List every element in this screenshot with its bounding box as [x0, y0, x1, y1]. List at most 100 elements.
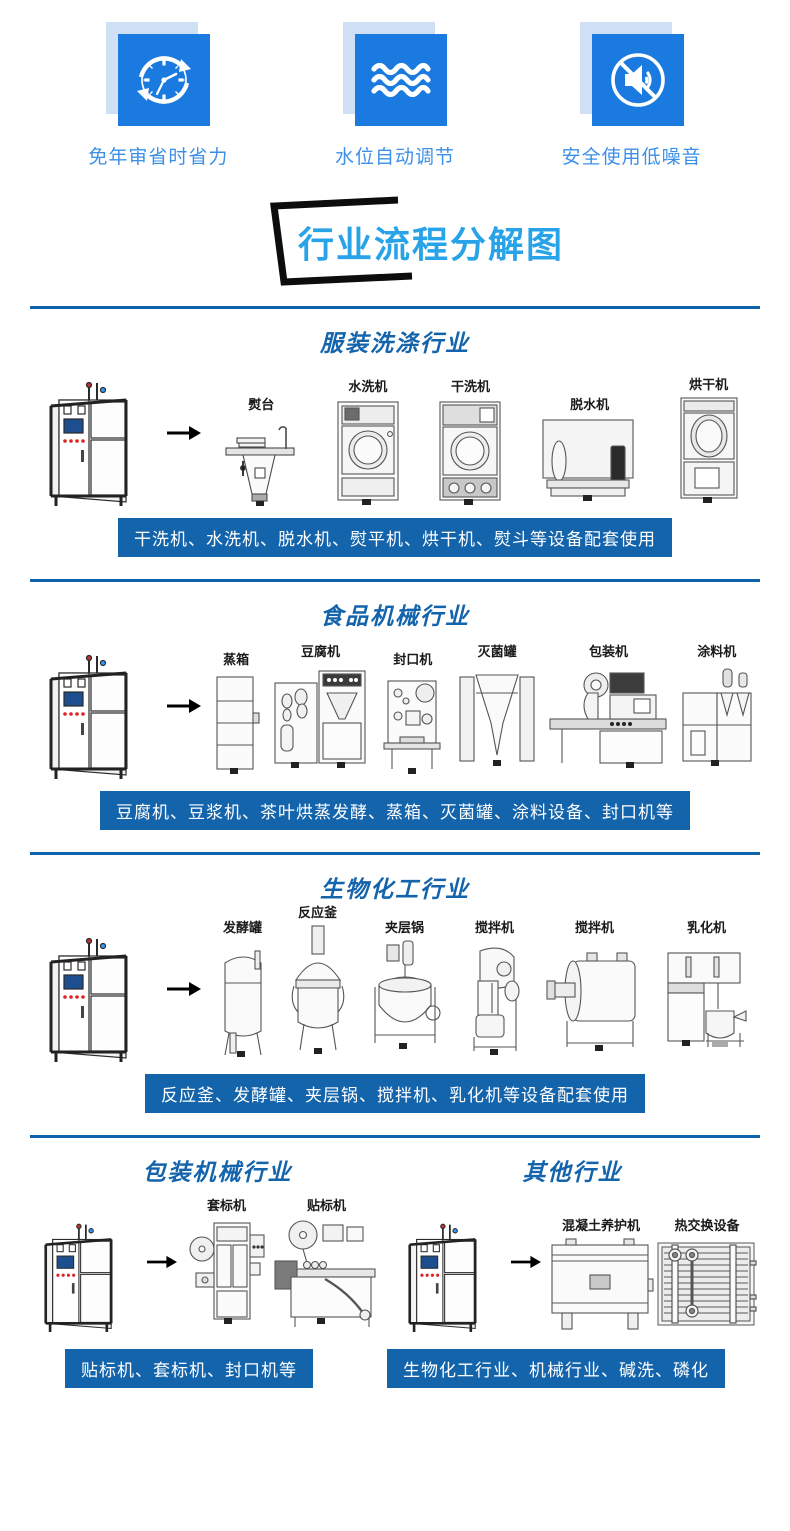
equipment-item: 涂料机: [679, 641, 755, 781]
equipment-row: 蒸箱 豆腐机: [0, 631, 790, 781]
steam-generator-illustration: [30, 651, 162, 781]
feature-label: 水位自动调节: [334, 147, 455, 168]
section-banner-wrap: 反应釜、发酵罐、夹层锅、搅拌机、乳化机等设备配套使用: [0, 1074, 790, 1113]
equipment-label: 发酵罐: [222, 920, 262, 935]
section-banner-wrap: 干洗机、水洗机、脱水机、熨平机、烘干机、熨斗等设备配套使用: [0, 518, 790, 557]
equipment-label: 包装机: [588, 644, 628, 659]
equipment-label: 豆腐机: [300, 644, 340, 659]
coating-machine-icon: [682, 668, 752, 766]
other-industry-column: 混凝土养护机: [394, 1187, 790, 1337]
section-banner-right: 生物化工行业、机械行业、碱洗、磷化: [387, 1349, 725, 1388]
banner-row: 贴标机、套标机、封口机等 生物化工行业、机械行业、碱洗、磷化: [0, 1349, 790, 1388]
mixer-drum-icon: [545, 952, 636, 1051]
tofu-machine-icon: [274, 670, 367, 768]
steam-generator-illustration: [30, 934, 162, 1064]
mute-speaker-icon: [579, 22, 684, 126]
equipment-label: 搅拌机: [474, 920, 514, 935]
ironing-table-icon: [225, 426, 295, 506]
section-divider: [30, 852, 760, 855]
jacketed-pot-icon: [373, 940, 441, 1049]
icon-tile: [591, 34, 684, 126]
flow-arrow-icon: [162, 631, 206, 781]
equipment-row: 熨台: [0, 358, 790, 508]
equipment-label: 涂料机: [697, 644, 737, 659]
equipment-label: 夹层锅: [384, 920, 424, 935]
flow-arrow-icon: [162, 914, 206, 1064]
section-title: 其他行业: [522, 1159, 623, 1185]
equipment-label: 蒸箱: [223, 652, 250, 667]
section-packaging-and-other: 包装机械行业 其他行业: [0, 1138, 790, 1388]
clock-refresh-icon: [106, 22, 211, 126]
equipment-list: 熨台: [206, 358, 760, 508]
mixer-icon: [472, 947, 520, 1055]
section-divider: [30, 1135, 760, 1138]
section-apparel: 服装洗涤行业: [0, 309, 790, 557]
equipment-item: 混凝土养护机: [548, 1215, 654, 1337]
equipment-item: 热交换设备: [654, 1215, 760, 1337]
equipment-label: 贴标机: [306, 1198, 346, 1213]
section-food-machinery: 食品机械行业: [0, 582, 790, 830]
equipment-label: 脱水机: [570, 397, 610, 412]
equipment-item: 发酵罐: [215, 917, 271, 1064]
equipment-item: 反应釜: [288, 902, 348, 1064]
section-banner-left: 贴标机、套标机、封口机等: [65, 1349, 313, 1388]
packaging-machine-icon: [549, 672, 668, 768]
icon-tile: [354, 34, 447, 126]
feature-label: 免年审省时省力: [88, 147, 229, 168]
equipment-item: 乳化机: [662, 917, 752, 1064]
flow-arrow-icon: [140, 1187, 184, 1337]
equipment-row: 套标机: [0, 1187, 394, 1337]
equipment-row: 发酵罐 反应釜: [0, 904, 790, 1064]
equipment-item: 封口机: [380, 649, 446, 781]
equipment-item: 水洗机: [332, 376, 404, 508]
heat-exchanger-icon: [657, 1242, 757, 1326]
equipment-row: 混凝土养护机: [394, 1187, 790, 1337]
flow-arrow-icon: [162, 358, 206, 508]
section-title: 包装机械行业: [142, 1159, 293, 1185]
packaging-column: 套标机: [0, 1187, 394, 1337]
equipment-label: 热交换设备: [674, 1218, 740, 1233]
sleeve-labeler-icon: [188, 1222, 265, 1324]
equipment-item: 灭菌罐: [456, 641, 538, 781]
equipment-list: 混凝土养护机: [548, 1187, 760, 1337]
dryer-icon: [680, 397, 738, 503]
dehydrator-icon: [542, 419, 634, 501]
equipment-item: 烘干机: [673, 374, 745, 508]
equipment-label: 灭菌罐: [477, 644, 517, 659]
equipment-label: 套标机: [206, 1198, 246, 1213]
equipment-item: 熨台: [221, 394, 301, 508]
equipment-list: 蒸箱 豆腐机: [206, 631, 760, 781]
features-row: 免年审省时省力 水位自动调节: [0, 0, 790, 180]
concrete-curing-machine-icon: [551, 1238, 654, 1330]
equipment-label: 搅拌机: [574, 920, 614, 935]
equipment-item: 干洗机: [434, 376, 506, 508]
bracket-decoration: [270, 196, 413, 286]
equipment-item: 蒸箱: [211, 649, 261, 781]
equipment-item: 夹层锅: [365, 917, 445, 1064]
reactor-kettle-icon: [291, 925, 344, 1054]
equipment-list: 套标机: [184, 1187, 384, 1337]
equipment-item: 搅拌机: [462, 917, 528, 1064]
feature-label: 安全使用低噪音: [561, 147, 702, 168]
water-waves-icon: [342, 22, 447, 126]
icon-tile: [118, 34, 211, 126]
fermentation-tank-icon: [223, 950, 262, 1057]
equipment-label: 乳化机: [686, 920, 726, 935]
emulsifier-icon: [666, 952, 747, 1047]
feature-item-2: 安全使用低噪音: [532, 22, 732, 169]
equipment-label: 水洗机: [348, 379, 388, 394]
steam-generator-illustration: [394, 1217, 504, 1337]
steam-generator-illustration: [30, 1217, 140, 1337]
main-title-block: 行业流程分解图: [0, 186, 790, 306]
column-titles: 包装机械行业 其他行业: [0, 1138, 790, 1187]
equipment-label: 混凝土养护机: [561, 1218, 640, 1233]
section-title: 食品机械行业: [320, 603, 470, 629]
equipment-list: 发酵罐 反应釜: [206, 904, 760, 1064]
equipment-label: 熨台: [248, 397, 275, 412]
washer-icon: [337, 401, 399, 505]
section-banner: 豆腐机、豆浆机、茶叶烘蒸发酵、蒸箱、灭菌罐、涂料设备、封口机等: [100, 791, 690, 830]
equipment-item: 豆腐机: [271, 641, 369, 781]
section-banner-wrap: 豆腐机、豆浆机、茶叶烘蒸发酵、蒸箱、灭菌罐、涂料设备、封口机等: [0, 791, 790, 830]
equipment-label: 干洗机: [450, 379, 490, 394]
equipment-label: 烘干机: [689, 377, 729, 392]
